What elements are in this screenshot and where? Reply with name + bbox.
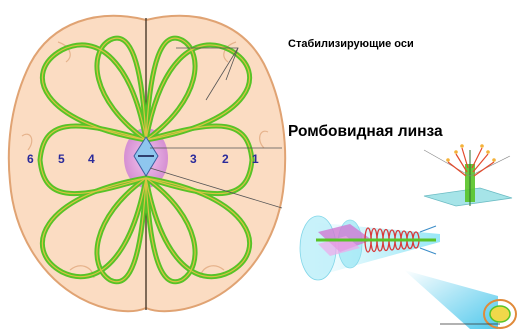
zone-number-1: 1 (252, 152, 259, 166)
rhomboid-lens-label: Ромбовидная линза (288, 123, 443, 141)
stabilizing-axes-label: Стабилизирующие оси (288, 38, 414, 50)
zone-number-6: 6 (27, 152, 34, 166)
cone-coil (300, 216, 440, 280)
zone-number-5: 5 (58, 152, 65, 166)
plane-inset (424, 144, 512, 206)
zone-number-4: 4 (88, 152, 95, 166)
zone-number-2: 2 (222, 152, 229, 166)
beam-fiber (404, 270, 516, 329)
zone-number-3: 3 (190, 152, 197, 166)
